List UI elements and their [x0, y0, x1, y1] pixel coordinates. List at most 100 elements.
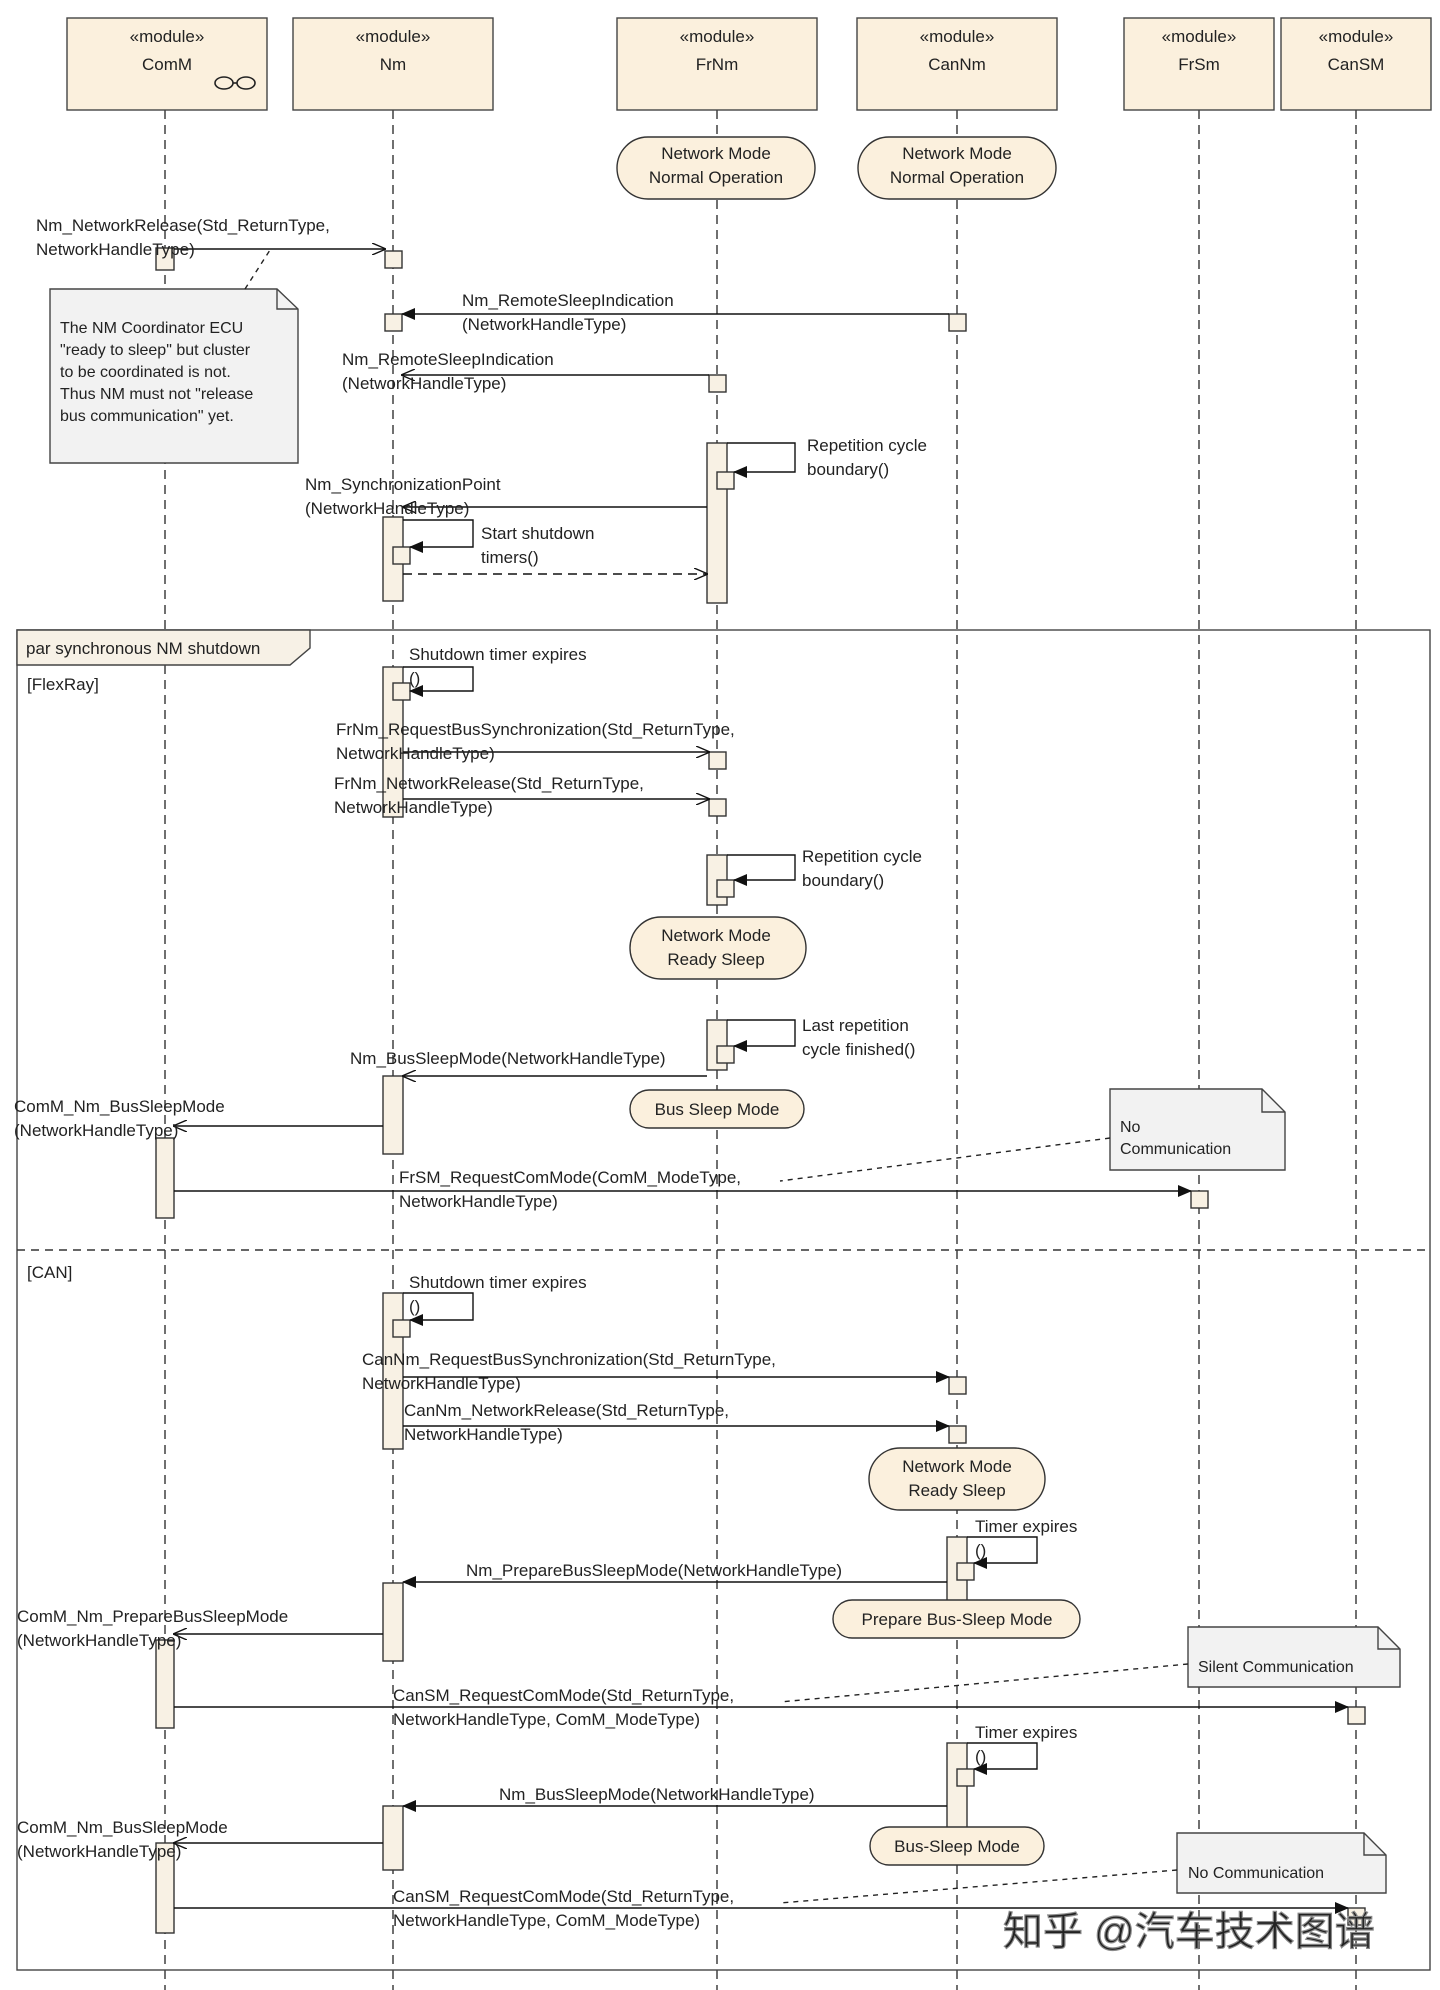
note-can-no-communication: No Communication — [1176, 1832, 1387, 1894]
activation-cannm-3 — [948, 1425, 967, 1444]
activation-bars — [155, 247, 1366, 1934]
module-comm: «module» ComM — [66, 17, 268, 111]
msg-fr-repetition-cycle-1 — [727, 442, 796, 478]
svg-text:Shutdown timer expires: Shutdown timer expires — [409, 1273, 587, 1292]
svg-text:Timer expires: Timer expires — [975, 1517, 1077, 1536]
svg-text:NetworkHandleType, ComM_ModeTy: NetworkHandleType, ComM_ModeType) — [393, 1710, 700, 1729]
svg-text:Bus Sleep Mode: Bus Sleep Mode — [655, 1100, 780, 1119]
module-cansm-stereotype: «module» — [1319, 27, 1394, 46]
svg-text:(NetworkHandleType): (NetworkHandleType) — [17, 1842, 181, 1861]
svg-text:No: No — [1120, 1119, 1141, 1136]
state-cannm-normal-operation: Network Mode Normal Operation — [857, 136, 1057, 200]
svg-text:Last repetition: Last repetition — [802, 1016, 909, 1035]
msg-nm-shutdown-timer-expires-can — [403, 1292, 474, 1326]
svg-text:boundary(): boundary() — [807, 460, 889, 479]
note-fr-no-communication-link — [779, 1137, 1111, 1182]
svg-text:Network Mode: Network Mode — [902, 1457, 1012, 1476]
svg-text:(): () — [409, 669, 420, 688]
svg-text:CanSM_RequestComMode(Std_Retur: CanSM_RequestComMode(Std_ReturnType, — [393, 1887, 734, 1906]
fragment-label: par synchronous NM shutdown — [26, 639, 260, 658]
svg-text:timers(): timers() — [481, 548, 539, 567]
guard-can: [CAN] — [27, 1263, 72, 1282]
svg-text:FrSM_RequestComMode(ComM_ModeT: FrSM_RequestComMode(ComM_ModeType, — [399, 1168, 741, 1187]
activation-cannm-7 — [956, 1768, 975, 1787]
svg-text:(NetworkHandleType): (NetworkHandleType) — [342, 374, 506, 393]
state-can-prepare-bus-sleep: Prepare Bus-Sleep Mode — [832, 1599, 1081, 1639]
svg-text:Nm_BusSleepMode(NetworkHandleT: Nm_BusSleepMode(NetworkHandleType) — [499, 1785, 815, 1804]
activation-nm-4 — [392, 546, 411, 565]
svg-text:Network Mode: Network Mode — [661, 144, 771, 163]
activation-nm-7 — [382, 1075, 404, 1155]
activation-cannm-5 — [956, 1562, 975, 1581]
svg-text:(NetworkHandleType): (NetworkHandleType) — [17, 1631, 181, 1650]
svg-text:NetworkHandleType): NetworkHandleType) — [36, 240, 195, 259]
state-fr-ready-sleep: Network Mode Ready Sleep — [629, 916, 807, 980]
activation-cansm-2 — [1347, 1907, 1366, 1926]
svg-text:Normal Operation: Normal Operation — [649, 168, 783, 187]
msg-fr-last-repetition-cycle — [727, 1019, 796, 1052]
svg-text:Nm_BusSleepMode(NetworkHandleT: Nm_BusSleepMode(NetworkHandleType) — [350, 1049, 666, 1068]
svg-text:(NetworkHandleType): (NetworkHandleType) — [14, 1121, 178, 1140]
module-comm-stereotype: «module» — [130, 27, 205, 46]
state-frnm-normal-operation: Network Mode Normal Operation — [616, 136, 816, 200]
svg-text:(): () — [409, 1297, 420, 1316]
watermark: 知乎 @汽车技术图谱 — [1003, 1910, 1375, 1954]
svg-text:Network Mode: Network Mode — [902, 144, 1012, 163]
svg-text:(): () — [975, 1541, 986, 1560]
svg-text:NetworkHandleType, ComM_ModeTy: NetworkHandleType, ComM_ModeType) — [393, 1911, 700, 1930]
module-nm-name: Nm — [380, 55, 406, 74]
note-can-silent-communication: Silent Communication — [1187, 1626, 1401, 1688]
svg-text:Repetition cycle: Repetition cycle — [802, 847, 922, 866]
module-frsm-name: FrSm — [1178, 55, 1220, 74]
svg-text:(): () — [975, 1747, 986, 1766]
module-cannm-stereotype: «module» — [920, 27, 995, 46]
activation-frnm-3 — [716, 471, 735, 490]
module-cannm: «module» CanNm — [856, 17, 1058, 111]
svg-text:NetworkHandleType): NetworkHandleType) — [362, 1374, 521, 1393]
msg-nm-start-shutdown-timers — [403, 519, 474, 553]
note-can-no-communication-link — [779, 1869, 1178, 1904]
module-headers: «module» ComM «module» Nm «module» FrNm … — [66, 17, 1432, 111]
svg-text:No Communication: No Communication — [1188, 1865, 1324, 1882]
activation-frnm-5 — [708, 798, 727, 817]
svg-text:NetworkHandleType): NetworkHandleType) — [334, 798, 493, 817]
activation-nm-6 — [392, 682, 411, 701]
svg-text:Nm_NetworkRelease(Std_ReturnTy: Nm_NetworkRelease(Std_ReturnType, — [36, 216, 330, 235]
activation-frnm-7 — [716, 879, 735, 898]
messages: Nm_NetworkRelease(Std_ReturnType, Networ… — [14, 216, 1349, 1930]
svg-text:Silent Communication: Silent Communication — [1198, 1659, 1354, 1676]
svg-text:Nm_RemoteSleepIndication: Nm_RemoteSleepIndication — [342, 350, 554, 369]
svg-text:FrNm_RequestBusSynchronization: FrNm_RequestBusSynchronization(Std_Retur… — [336, 720, 735, 739]
activation-comm-4 — [155, 1842, 175, 1934]
svg-text:CanNm_RequestBusSynchronizatio: CanNm_RequestBusSynchronization(Std_Retu… — [362, 1350, 776, 1369]
note-can-silent-link — [779, 1663, 1189, 1703]
svg-text:Prepare Bus-Sleep Mode: Prepare Bus-Sleep Mode — [862, 1610, 1053, 1629]
activation-comm-3 — [155, 1639, 175, 1729]
svg-text:Nm_RemoteSleepIndication: Nm_RemoteSleepIndication — [462, 291, 674, 310]
svg-text:Nm_PrepareBusSleepMode(Network: Nm_PrepareBusSleepMode(NetworkHandleType… — [466, 1561, 842, 1580]
svg-text:Shutdown timer expires: Shutdown timer expires — [409, 645, 587, 664]
module-frnm-stereotype: «module» — [680, 27, 755, 46]
activation-nm-1 — [384, 250, 403, 269]
svg-text:Timer expires: Timer expires — [975, 1723, 1077, 1742]
msg-can-timer-expires-1 — [967, 1536, 1038, 1569]
module-cansm-name: CanSM — [1328, 55, 1385, 74]
module-nm: «module» Nm — [292, 17, 494, 111]
svg-text:Nm_SynchronizationPoint: Nm_SynchronizationPoint — [305, 475, 501, 494]
note-coordinator-link — [244, 249, 271, 290]
activation-frsm-1 — [1190, 1190, 1209, 1209]
svg-text:Ready Sleep: Ready Sleep — [667, 950, 764, 969]
activation-frnm-2 — [706, 442, 728, 604]
svg-text:ComM_Nm_BusSleepMode: ComM_Nm_BusSleepMode — [14, 1097, 225, 1116]
note-coordinator: The NM Coordinator ECU "ready to sleep" … — [49, 288, 299, 464]
svg-text:"ready to sleep" but cluster: "ready to sleep" but cluster — [60, 342, 251, 359]
svg-text:CanSM_RequestComMode(Std_Retur: CanSM_RequestComMode(Std_ReturnType, — [393, 1686, 734, 1705]
note-fr-no-communication: No Communication — [1109, 1088, 1286, 1171]
activation-frnm-9 — [716, 1045, 735, 1064]
activation-nm-5 — [382, 666, 404, 818]
svg-text:to be coordinated is not.: to be coordinated is not. — [60, 364, 231, 381]
svg-text:Bus-Sleep Mode: Bus-Sleep Mode — [894, 1837, 1020, 1856]
svg-text:Ready Sleep: Ready Sleep — [908, 1481, 1005, 1500]
svg-text:NetworkHandleType): NetworkHandleType) — [404, 1425, 563, 1444]
